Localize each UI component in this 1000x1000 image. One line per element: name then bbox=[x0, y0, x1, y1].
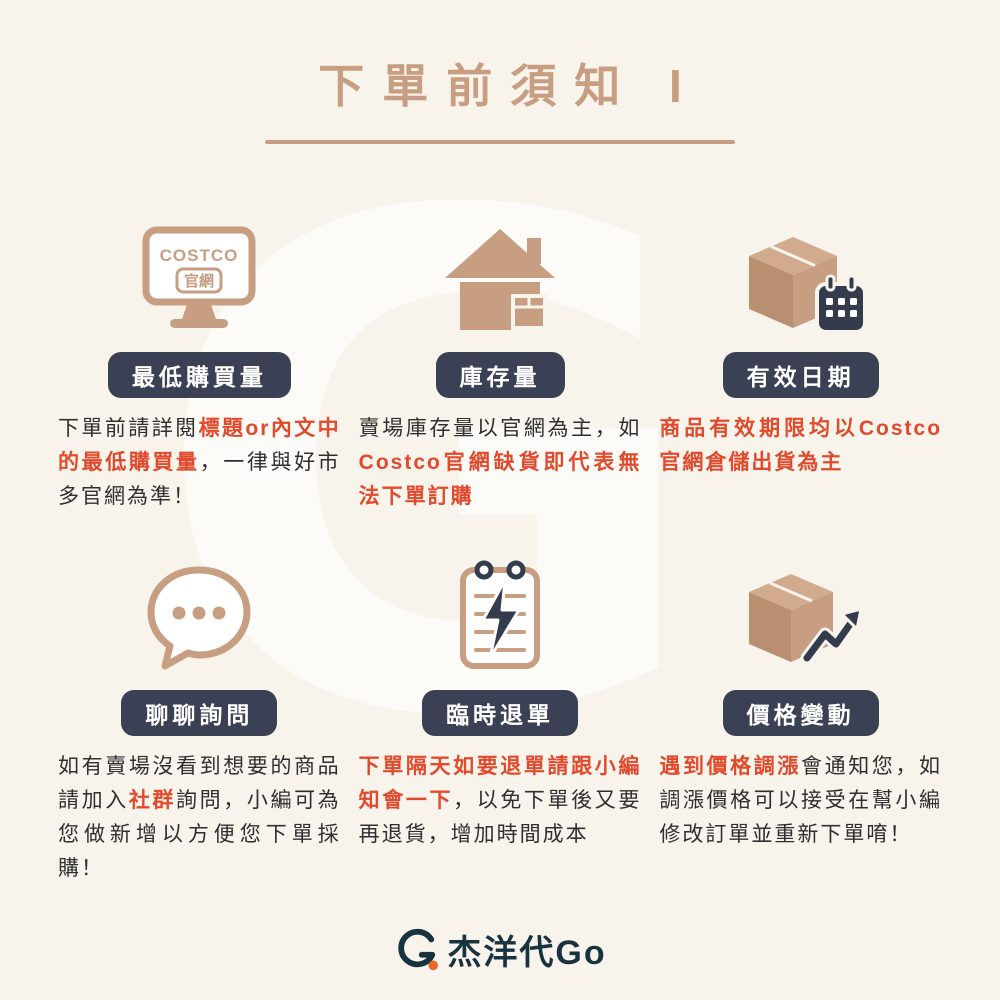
section-stock: 庫存量 賣場庫存量以官網為主，如 Costco官網缺貨即代表無法下單訂購 bbox=[359, 206, 642, 514]
badge-min-purchase: 最低購買量 bbox=[107, 352, 291, 398]
text-part-highlight: Costco官網缺貨即代表無法下單訂購 bbox=[358, 451, 642, 508]
row-1: COSTCO 官網 最低購買量 下單前請詳閱標題or內文中的最低購買量，一律與好… bbox=[0, 206, 1000, 514]
text-part: 詢問，小編可為您做新增以方便您下單採購！ bbox=[58, 789, 341, 880]
svg-text:官網: 官網 bbox=[184, 272, 214, 290]
text-cancel: 下單隔天如要退單請跟小編知會一下，以免下單後又要再退貨，增加時間成本 bbox=[359, 750, 642, 852]
badge-chat: 聊聊詢問 bbox=[121, 690, 278, 736]
text-part-highlight: 標題or內文中的最低購買量 bbox=[58, 417, 341, 474]
text-part-highlight: 遇到價格調漲 bbox=[659, 755, 801, 778]
text-part: 賣場庫存量以官網為主，如 bbox=[358, 417, 642, 440]
svg-text:COSTCO: COSTCO bbox=[160, 246, 239, 265]
box-calendar-icon bbox=[735, 206, 867, 336]
brand-name: 杰洋代Go bbox=[447, 934, 607, 972]
text-part: ，一律與好市多官網為準！ bbox=[58, 451, 341, 508]
text-chat: 如有賣場沒看到想要的商品請加入社群詢問，小編可為您做新增以方便您下單採購！ bbox=[58, 750, 341, 886]
text-part-highlight: 商品有效期限均以Costco官網倉儲出貨為主 bbox=[659, 417, 943, 474]
brand-logo-icon bbox=[393, 927, 439, 973]
text-part-highlight: 社群 bbox=[128, 789, 177, 812]
house-box-icon bbox=[439, 206, 561, 336]
text-min-purchase: 下單前請詳閱標題or內文中的最低購買量，一律與好市多官網為準！ bbox=[58, 412, 341, 514]
row-2: 聊聊詢問 如有賣場沒看到想要的商品請加入社群詢問，小編可為您做新增以方便您下單採… bbox=[0, 544, 1000, 886]
section-price: 價格變動 遇到價格調漲會通知您，如調漲價格可以接受在幫小編修改訂單並重新下單唷！ bbox=[659, 544, 942, 886]
badge-stock: 庫存量 bbox=[435, 352, 565, 398]
text-part: ，以免下單後又要再退貨，增加時間成本 bbox=[358, 789, 642, 846]
section-min-purchase: COSTCO 官網 最低購買量 下單前請詳閱標題or內文中的最低購買量，一律與好… bbox=[58, 206, 341, 514]
box-trend-icon bbox=[735, 544, 867, 674]
footer-brand: 杰洋代Go bbox=[0, 925, 1000, 974]
text-part-highlight: 下單隔天如要退單請跟小編知會一下 bbox=[358, 755, 642, 812]
page-title: 下單前須知 I bbox=[318, 60, 700, 112]
badge-price: 價格變動 bbox=[722, 690, 879, 736]
costco-monitor-icon: COSTCO 官網 bbox=[139, 206, 259, 336]
badge-cancel: 臨時退單 bbox=[422, 690, 578, 736]
text-part: 如有賣場沒看到想要的商品請加入 bbox=[58, 755, 341, 812]
text-part: 下單前請詳閱 bbox=[58, 417, 199, 440]
text-stock: 賣場庫存量以官網為主，如 Costco官網缺貨即代表無法下單訂購 bbox=[359, 412, 642, 514]
title-underline bbox=[265, 140, 735, 144]
text-price: 遇到價格調漲會通知您，如調漲價格可以接受在幫小編修改訂單並重新下單唷！ bbox=[659, 750, 942, 852]
badge-expiry: 有效日期 bbox=[722, 352, 879, 398]
section-chat: 聊聊詢問 如有賣場沒看到想要的商品請加入社群詢問，小編可為您做新增以方便您下單採… bbox=[58, 544, 341, 886]
chat-bubble-icon bbox=[140, 544, 258, 674]
text-expiry: 商品有效期限均以Costco官網倉儲出貨為主 bbox=[659, 412, 942, 480]
text-part: 會通知您，如調漲價格可以接受在幫小編修改訂單並重新下單唷！ bbox=[659, 755, 943, 846]
section-cancel: 臨時退單 下單隔天如要退單請跟小編知會一下，以免下單後又要再退貨，增加時間成本 bbox=[359, 544, 642, 886]
clipboard-lightning-icon bbox=[448, 544, 552, 674]
section-expiry: 有效日期 商品有效期限均以Costco官網倉儲出貨為主 bbox=[659, 206, 942, 514]
